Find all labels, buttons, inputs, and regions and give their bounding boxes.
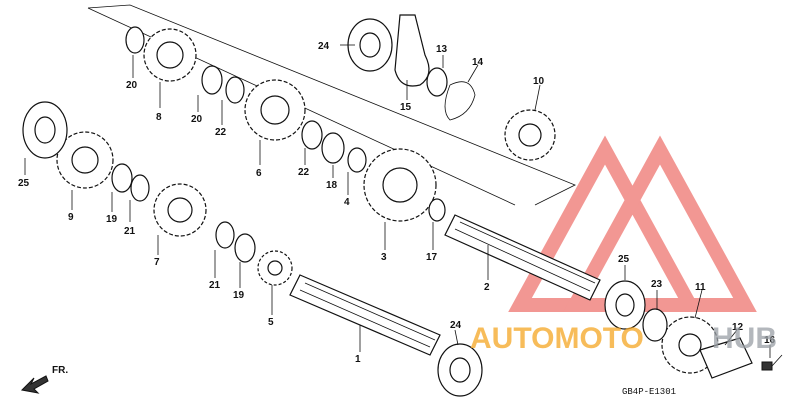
gear-3	[363, 148, 437, 222]
bearing-24-top	[347, 18, 393, 72]
leader-lines	[24, 44, 771, 358]
label-7: 7	[154, 257, 160, 268]
bearing-25-right	[604, 280, 646, 330]
label-11: 11	[695, 282, 706, 293]
label-3: 3	[381, 252, 387, 263]
direction-label: FR.	[52, 365, 68, 376]
label-22a: 22	[215, 127, 227, 138]
label-8: 8	[156, 112, 162, 123]
label-24a: 24	[318, 41, 330, 52]
countershaft-part	[444, 214, 601, 301]
label-21a: 21	[124, 226, 136, 237]
gear-5	[257, 250, 293, 286]
label-2: 2	[484, 282, 490, 293]
watermark-text-hub: HUB	[712, 322, 777, 355]
diagram-code: GB4P-E1301	[622, 387, 676, 397]
label-18: 18	[326, 180, 338, 191]
bolt-16	[761, 354, 783, 371]
front-arrow-icon	[20, 375, 49, 394]
label-6: 6	[256, 168, 262, 179]
label-10: 10	[533, 76, 545, 87]
label-16: 16	[764, 335, 776, 346]
label-19a: 19	[106, 214, 118, 225]
mainshaft-part	[289, 274, 441, 356]
label-12: 12	[732, 322, 744, 333]
bracket-15	[394, 14, 430, 87]
part-labels: 1 2 3 4 5 6 7 8 9 10 11 12 13 14 15 16 1…	[18, 41, 776, 365]
label-22b: 22	[298, 167, 310, 178]
plate-12	[699, 337, 753, 379]
label-20b: 20	[191, 114, 203, 125]
washers-and-clips	[111, 26, 668, 342]
label-23: 23	[651, 279, 663, 290]
bearing-25-left	[22, 101, 68, 159]
label-1: 1	[355, 354, 361, 365]
gear-7	[153, 183, 207, 237]
gear-6	[244, 79, 306, 141]
label-14: 14	[472, 57, 484, 68]
label-13: 13	[436, 44, 448, 55]
label-25a: 25	[18, 178, 30, 189]
group-outline	[87, 4, 576, 206]
label-21b: 21	[209, 280, 221, 291]
label-20a: 20	[126, 80, 138, 91]
label-24b: 24	[450, 320, 462, 331]
label-4: 4	[344, 197, 350, 208]
label-15: 15	[400, 102, 412, 113]
bearing-24-bottom	[437, 343, 483, 397]
label-9: 9	[68, 212, 74, 223]
watermark-text: AUTOMOTO	[470, 322, 644, 355]
label-5: 5	[268, 317, 274, 328]
label-17: 17	[426, 252, 438, 263]
gear-8	[143, 28, 197, 82]
label-25b: 25	[618, 254, 630, 265]
label-19b: 19	[233, 290, 245, 301]
gear-10	[504, 109, 556, 161]
gear-9	[56, 131, 114, 189]
